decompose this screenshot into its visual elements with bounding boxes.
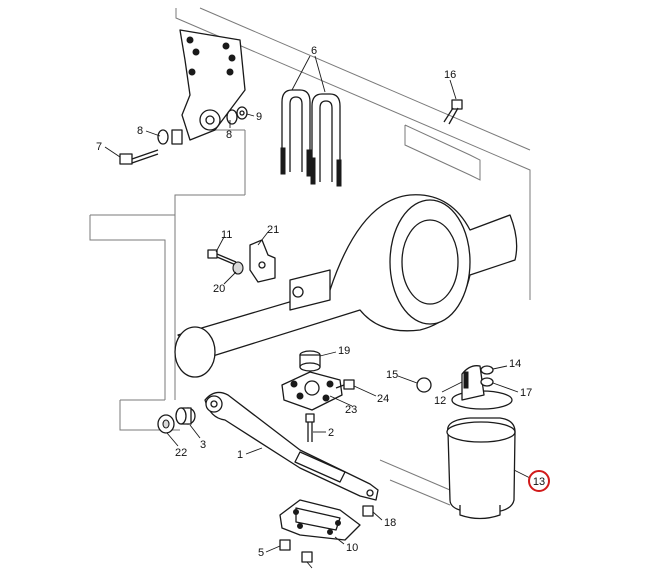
callout-6: 6 — [311, 45, 317, 57]
callout-1: 1 — [237, 449, 243, 461]
callout-16: 16 — [444, 69, 456, 81]
washer-8-right — [226, 109, 238, 125]
callout-2: 2 — [328, 427, 334, 439]
axle-housing — [174, 194, 518, 378]
bracket-21 — [249, 239, 276, 283]
highlight-ring-11 — [528, 470, 550, 492]
bolt-24 — [335, 379, 355, 390]
bolt-2 — [305, 413, 315, 442]
callout-3: 3 — [200, 439, 206, 451]
callout-17: 17 — [520, 387, 532, 399]
air-spring-11 — [446, 417, 516, 520]
nut-5 — [279, 539, 291, 551]
callout-18: 18 — [384, 517, 396, 529]
front-hanger-bracket — [179, 29, 246, 141]
u-bolts-6 — [280, 89, 342, 187]
callout-15: 15 — [386, 369, 398, 381]
chassis-frame — [89, 7, 531, 506]
nut-15 — [416, 377, 432, 393]
callout-24: 24 — [377, 393, 389, 405]
washer-8-left — [157, 129, 169, 145]
callout-19: 19 — [338, 345, 350, 357]
bump-stop-19 — [299, 350, 321, 372]
nut-4 — [301, 551, 313, 563]
callout-22: 22 — [175, 447, 187, 459]
spring-seat-23 — [281, 371, 343, 411]
callout-13: 11 — [221, 229, 232, 241]
callout-20: 20 — [213, 283, 225, 295]
leaf-spring-1 — [204, 391, 379, 501]
callout-21: 21 — [267, 224, 279, 236]
bushing-3 — [175, 407, 196, 425]
washer-20 — [232, 261, 244, 275]
nut-18 — [362, 505, 374, 517]
callout-9: 9 — [256, 111, 262, 123]
bolt-13 — [207, 249, 237, 266]
callout-7: 7 — [96, 141, 102, 153]
callout-5: 5 — [258, 547, 264, 559]
callout-8-left: 8 — [137, 125, 143, 137]
callout-14: 14 — [509, 358, 521, 370]
bottom-plate-10 — [279, 499, 361, 541]
washer-17 — [480, 377, 494, 387]
top-plate-12 — [451, 365, 513, 410]
washer-22 — [157, 414, 175, 434]
callout-12: 12 — [434, 395, 446, 407]
bolt-7 — [119, 149, 159, 165]
callout-8-right: 8 — [226, 129, 232, 141]
callout-labels: 6 7 8 8 9 16 11 21 20 19 23 24 2 1 3 22 … — [96, 45, 545, 559]
callout-11: 13 — [533, 476, 545, 488]
callout-23: 23 — [345, 404, 357, 416]
bolt-16 — [443, 99, 463, 125]
nut-14 — [480, 365, 494, 375]
callout-10: 10 — [346, 542, 358, 554]
nut-9 — [236, 106, 248, 120]
bushing-8-left — [171, 129, 183, 145]
leader-lines — [104, 55, 531, 569]
